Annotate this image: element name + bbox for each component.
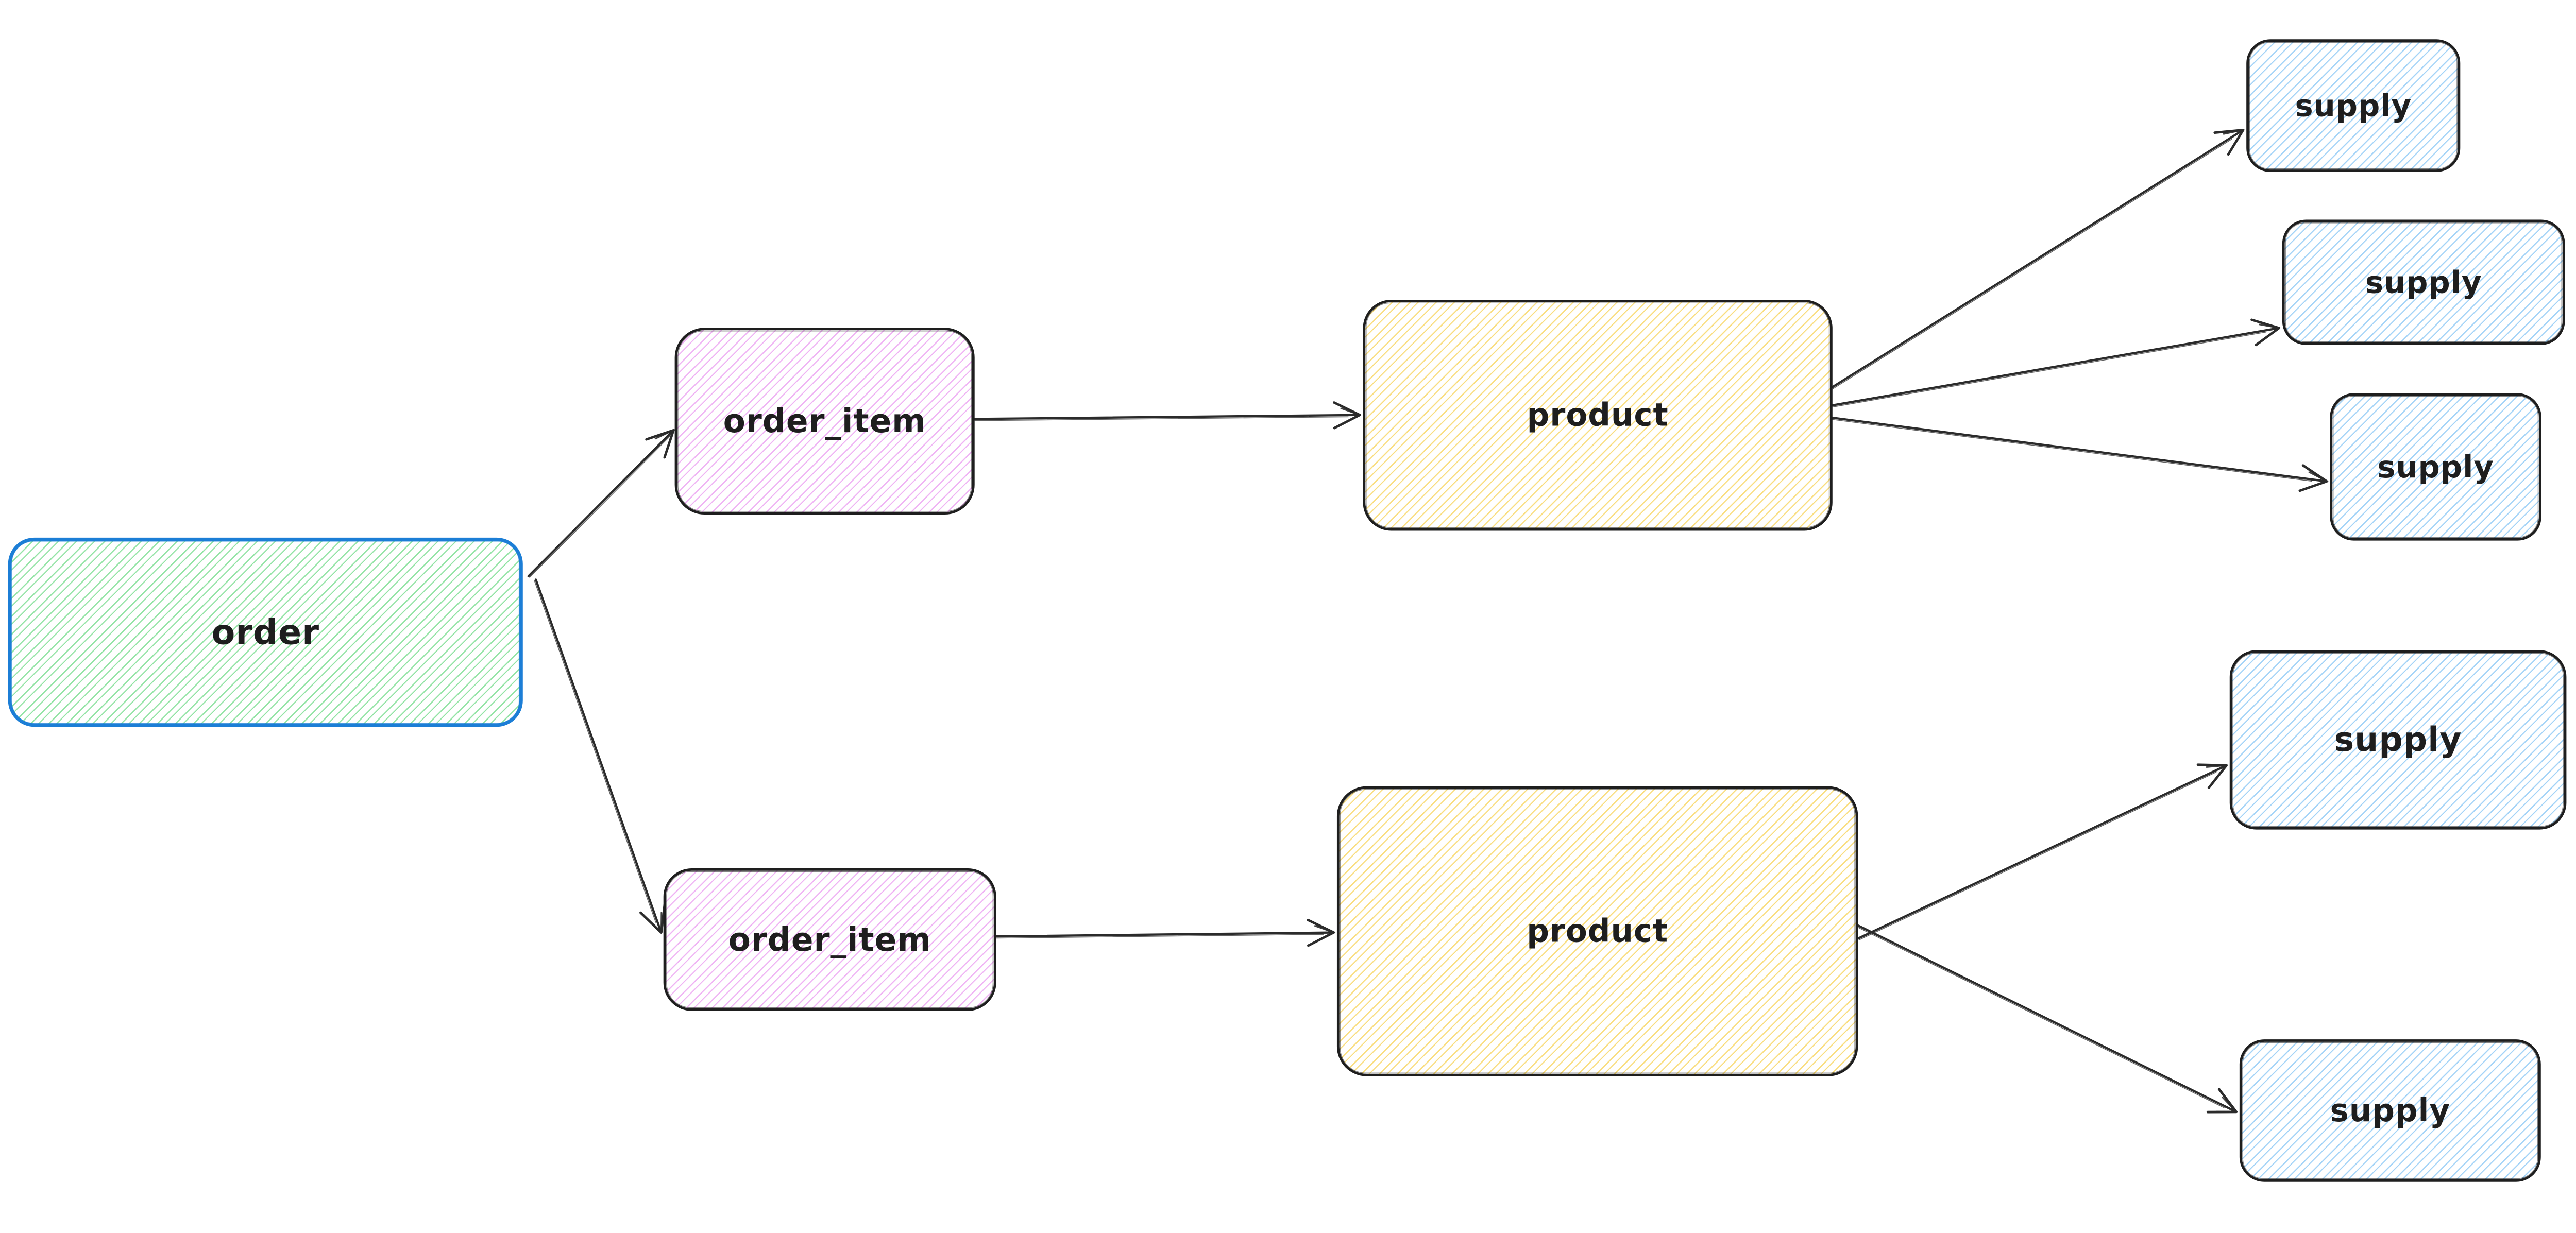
node-shape-sketch-pass: [2242, 1042, 2538, 1179]
node-shape-order-item-top: [674, 328, 975, 515]
node-shape-product-top: [1363, 300, 1833, 531]
node-shape-sketch-pass: [2232, 653, 2564, 827]
node-supply-2[interactable]: supply: [2282, 219, 2565, 345]
node-shape-supply-2: [2282, 219, 2565, 345]
arrow-line: [1829, 128, 2245, 390]
arrow-line: [527, 429, 675, 577]
node-shape-sketch-pass: [11, 541, 520, 724]
arrow-line: [995, 918, 1336, 947]
edge-order-item-top-to-product-top[interactable]: [974, 401, 1362, 430]
node-shape-supply-3: [2330, 393, 2541, 541]
arrow-line: [1857, 763, 2228, 940]
arrow-line: [1857, 924, 2239, 1114]
node-supply-5[interactable]: supply: [2239, 1039, 2541, 1182]
node-shape-product-bottom: [1336, 786, 1858, 1076]
edge-product-top-to-supply-1[interactable]: [1829, 128, 2245, 390]
node-label-product-top: product: [1527, 397, 1669, 434]
edge-product-bottom-to-supply-5[interactable]: [1857, 924, 2239, 1114]
node-product-top[interactable]: product: [1363, 300, 1833, 531]
node-product-bottom[interactable]: product: [1336, 786, 1858, 1076]
node-shape-sketch-pass: [2332, 396, 2539, 538]
arrow-line-sketch-pass: [534, 579, 656, 923]
node-shape-sketch-pass: [1365, 302, 1830, 528]
node-label-product-bottom: product: [1527, 913, 1668, 950]
node-shape-order: [8, 537, 523, 727]
node-label-supply-1: supply: [2295, 88, 2412, 124]
arrow-line: [1829, 318, 2281, 407]
node-order[interactable]: order: [8, 537, 523, 727]
arrow-line-sketch-pass: [974, 416, 1349, 421]
node-shape-order-item-bottom: [663, 868, 996, 1011]
arrow-line-sketch-pass: [1830, 331, 2266, 408]
edge-product-bottom-to-supply-4[interactable]: [1857, 763, 2228, 940]
node-shape-supply-5: [2239, 1039, 2541, 1182]
node-supply-1[interactable]: supply: [2246, 39, 2461, 172]
node-label-order: order: [211, 612, 319, 653]
edge-order-to-order-item-bottom[interactable]: [534, 578, 666, 934]
arrow-line: [534, 578, 666, 934]
arrow-line-sketch-pass: [1857, 927, 2225, 1108]
edge-product-top-to-supply-2[interactable]: [1829, 318, 2281, 408]
node-order-item-top[interactable]: order_item: [674, 328, 975, 515]
node-label-supply-2: supply: [2365, 265, 2482, 300]
edge-order-item-bottom-to-product-bottom[interactable]: [995, 918, 1336, 947]
node-shape-sketch-pass: [1340, 789, 1855, 1074]
edge-product-top-to-supply-3[interactable]: [1829, 416, 2329, 492]
arrow-line: [1829, 416, 2329, 492]
node-shape-sketch-pass: [2249, 42, 2458, 169]
node-supply-4[interactable]: supply: [2229, 650, 2567, 830]
arrow-line-sketch-pass: [529, 435, 671, 578]
edge-order-to-order-item-top[interactable]: [527, 429, 675, 578]
arrow-line-sketch-pass: [1831, 139, 2232, 390]
node-shape-sketch-pass: [677, 330, 972, 512]
node-shape-sketch-pass: [2285, 222, 2563, 342]
node-shape-supply-4: [2229, 650, 2567, 830]
node-order-item-bottom[interactable]: order_item: [663, 868, 996, 1011]
node-shape-supply-1: [2246, 39, 2461, 172]
arrow-line-sketch-pass: [1829, 419, 2312, 482]
arrow-line-sketch-pass: [996, 934, 1324, 939]
node-shape-sketch-pass: [666, 871, 994, 1008]
node-label-order-item-top: order_item: [723, 402, 926, 440]
node-label-order-item-bottom: order_item: [728, 921, 931, 958]
node-label-supply-5: supply: [2330, 1092, 2450, 1129]
node-label-supply-3: supply: [2377, 449, 2494, 485]
node-label-supply-4: supply: [2334, 721, 2462, 759]
arrow-line-sketch-pass: [1858, 772, 2217, 940]
node-supply-3[interactable]: supply: [2330, 393, 2541, 541]
arrow-line: [974, 401, 1362, 430]
